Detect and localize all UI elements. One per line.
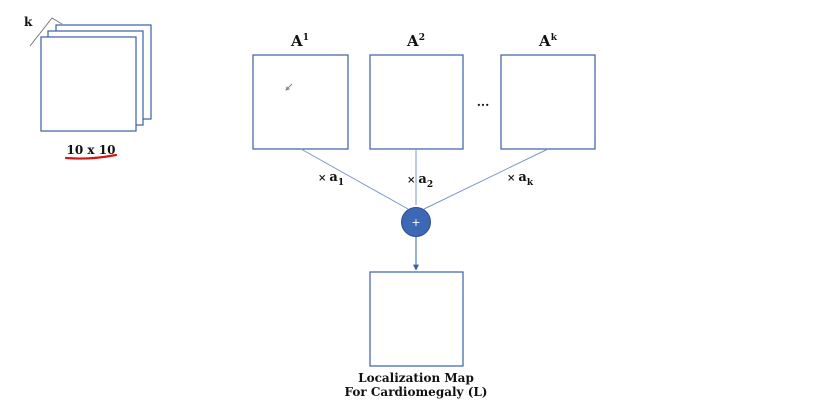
- weight-k-label: ×ak: [507, 170, 534, 188]
- sum-node-circle: [401, 207, 431, 237]
- weight-1-label: ×a1: [318, 170, 344, 188]
- ellipsis: ...: [477, 95, 490, 109]
- activation-map-2-box: [369, 54, 464, 150]
- size-label-underline: [64, 153, 118, 160]
- activation-map-k: Ak: [500, 32, 596, 150]
- stack-count-label: k: [24, 15, 33, 29]
- activation-map-k-label: Ak: [538, 32, 558, 50]
- weight-2-label: ×a2: [407, 172, 433, 190]
- output-label-line2: For Cardiomegaly (L): [345, 385, 488, 399]
- stack-size-label: 10 x 10: [67, 143, 116, 157]
- stack-depth-bracket: [29, 17, 63, 47]
- connector-k: [423, 148, 549, 210]
- output-label-line1: Localization Map: [358, 371, 474, 385]
- activation-map-1-box: [252, 54, 349, 150]
- localization-map: Localization Map For Cardiomegaly (L): [345, 271, 488, 399]
- sum-node: +: [401, 207, 431, 237]
- weighted-connectors: [300, 148, 549, 210]
- activation-map-k-box: [500, 54, 596, 150]
- activation-map-1: A1: [252, 32, 349, 150]
- activation-map-1-label: A1: [290, 32, 309, 50]
- localization-map-box: [369, 271, 464, 367]
- activation-map-2-label: A2: [406, 32, 425, 50]
- pencil-cursor-icon: [285, 83, 293, 91]
- sum-symbol: +: [411, 216, 420, 229]
- stacked-feature-maps: k 10 x 10: [24, 15, 152, 160]
- activation-map-2: A2: [369, 32, 464, 150]
- connector-1: [300, 148, 409, 210]
- stack-layer-front: [40, 36, 137, 132]
